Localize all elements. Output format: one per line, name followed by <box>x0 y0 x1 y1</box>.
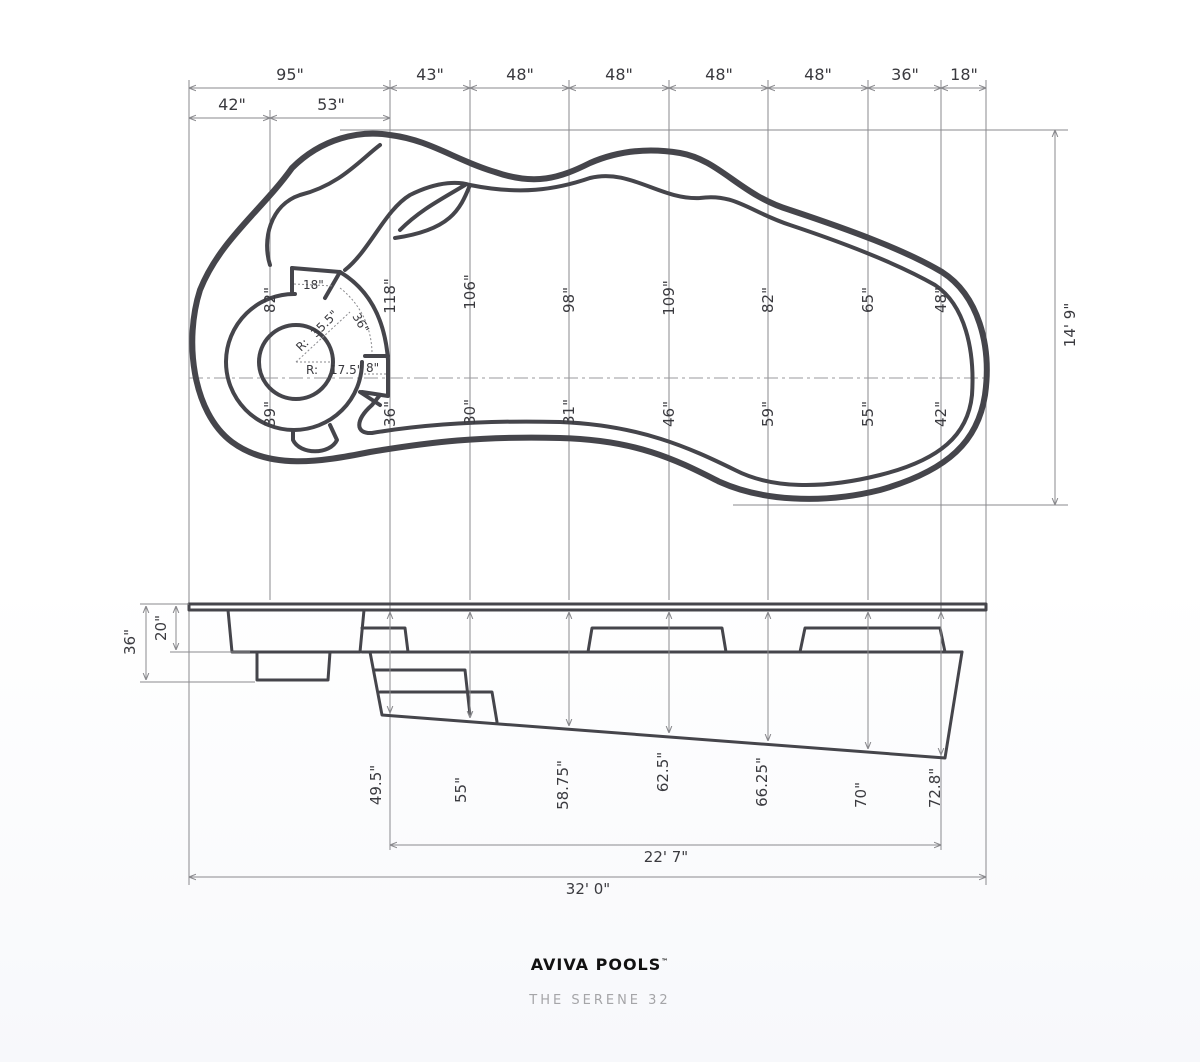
spa-dimension-lines <box>293 283 386 375</box>
overall-length-label: 32' 0" <box>566 880 610 898</box>
width-label: 31" <box>560 399 578 425</box>
width-label: 98" <box>560 287 578 313</box>
brand-name: AVIVA POOLS <box>530 955 662 974</box>
side-profile <box>187 602 988 760</box>
step-width-label: 18" <box>303 278 324 292</box>
depth-label: 58.75" <box>554 760 572 810</box>
dim-label: 36" <box>891 65 919 84</box>
total-depth-label: 36" <box>121 629 139 655</box>
entry-bench <box>265 143 472 272</box>
width-label: 39" <box>261 401 279 427</box>
ledge-label: 8" <box>366 361 379 375</box>
dim-label: 48" <box>605 65 633 84</box>
dim-label: 18" <box>950 65 978 84</box>
model-name: THE SERENE 32 <box>529 993 671 1008</box>
width-label: 106" <box>461 274 479 310</box>
pool-inner-wall <box>357 174 975 488</box>
width-label: 59" <box>759 401 777 427</box>
depth-label: 70" <box>852 782 870 808</box>
inner-radius-label: 17.5" <box>330 363 362 377</box>
dim-label: 48" <box>804 65 832 84</box>
width-label: 36" <box>381 401 399 427</box>
width-labels: 82" 118" 106" 98" 109" 82" 65" 48" 39" 3… <box>261 274 950 427</box>
width-label: 82" <box>759 287 777 313</box>
deep-length-label: 22' 7" <box>644 848 688 866</box>
top-dimension-labels: 95" 43" 48" 48" 48" 48" 36" 18" 42" 53" … <box>218 65 1079 347</box>
bench-arc-label: 36" <box>349 311 372 336</box>
width-label: 48" <box>932 287 950 313</box>
spa <box>224 266 390 454</box>
inner-radius-prefix: R: <box>306 363 318 377</box>
depth-label: 62.5" <box>654 752 672 792</box>
profile-labels: 36" 20" 49.5" 55" 58.75" 62.5" 66.25" 70… <box>121 615 944 898</box>
width-label: 82" <box>261 287 279 313</box>
brand-logo: AVIVA POOLS™ <box>0 955 1200 974</box>
dim-label: 43" <box>416 65 444 84</box>
dim-label: 95" <box>276 65 304 84</box>
depth-label: 72.8" <box>926 768 944 808</box>
outer-radius-label: 35.5" <box>308 307 341 340</box>
dim-label: 48" <box>705 65 733 84</box>
depth-label: 49.5" <box>367 765 385 805</box>
trademark: ™ <box>661 957 670 966</box>
depth-label: 66.25" <box>753 757 771 807</box>
depth-label: 55" <box>452 777 470 803</box>
overall-width-label: 14' 9" <box>1061 303 1079 347</box>
dim-label: 48" <box>506 65 534 84</box>
top-dimension-lines <box>189 88 1055 505</box>
dim-label: 42" <box>218 95 246 114</box>
width-label: 65" <box>859 287 877 313</box>
width-label: 109" <box>660 280 678 316</box>
width-label: 30" <box>461 399 479 425</box>
profile-dimension-lines <box>140 603 986 877</box>
outer-radius-prefix: R: <box>293 336 311 354</box>
bench-depth-label: 20" <box>152 615 170 641</box>
width-label: 42" <box>932 401 950 427</box>
extension-lines <box>188 80 1068 885</box>
pool-outer-wall <box>189 130 990 502</box>
width-label: 55" <box>859 401 877 427</box>
width-label: 118" <box>381 278 399 314</box>
width-label: 46" <box>660 401 678 427</box>
dim-label: 53" <box>317 95 345 114</box>
